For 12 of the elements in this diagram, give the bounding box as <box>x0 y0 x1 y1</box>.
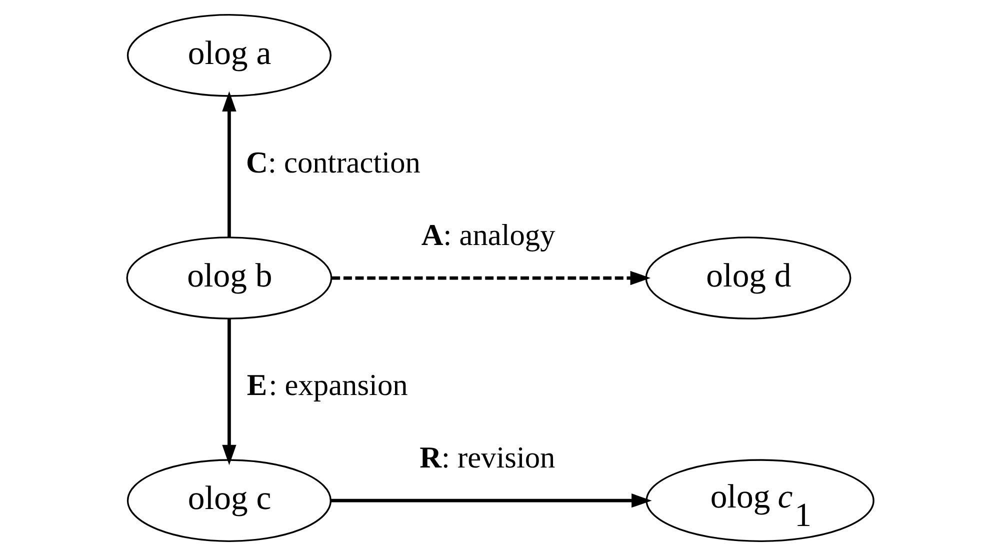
node-ellipse: olog b <box>126 236 332 320</box>
node-ellipse: olog a <box>126 14 332 97</box>
arrow <box>222 91 236 238</box>
arrow <box>330 494 652 508</box>
edge-label: A: analogy <box>420 218 555 252</box>
node-ellipse: olog c <box>126 459 332 542</box>
edge-label: C: contraction <box>246 145 420 180</box>
arrow <box>331 270 650 286</box>
edge-label: R: revision <box>419 440 555 475</box>
edge-label: E: expansion <box>246 368 408 402</box>
arrow <box>222 318 236 466</box>
node-ellipse: olog d <box>644 236 851 320</box>
